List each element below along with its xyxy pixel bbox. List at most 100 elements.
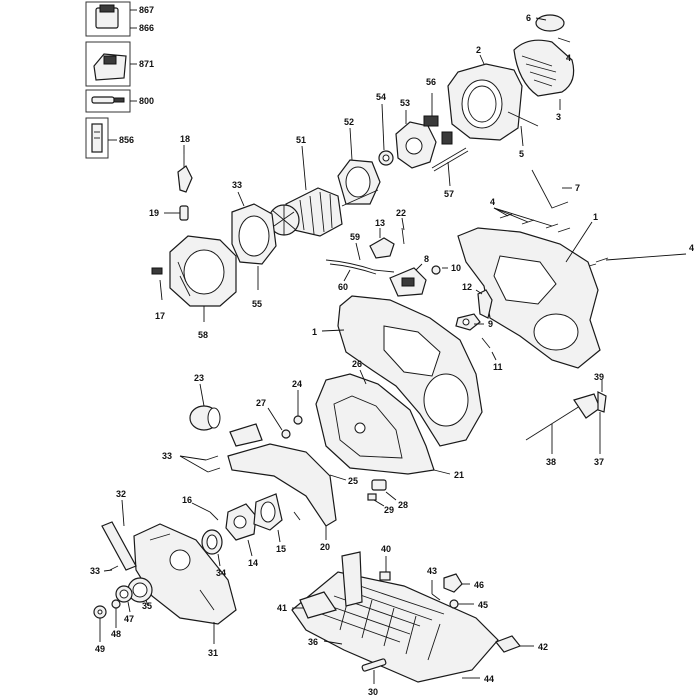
pointer-40: [379, 556, 391, 581]
clip-17: [151, 267, 163, 301]
callout-43: 43: [427, 566, 437, 576]
callout-39: 39: [594, 372, 604, 382]
pin-11: [481, 337, 497, 361]
fan-baffle: [231, 191, 277, 290]
brush-spring: [164, 145, 193, 221]
callout-4-right: 4: [689, 243, 694, 253]
blade-guard-upper: [315, 369, 451, 475]
lower-guard: [227, 423, 347, 540]
brush-rod-57: [431, 147, 469, 187]
bearing-ring-34: [201, 529, 223, 567]
callout-40: 40: [381, 544, 391, 554]
hex-key: [531, 169, 572, 209]
callout-33-low: 33: [90, 566, 100, 576]
callout-18: 18: [180, 134, 190, 144]
callout-49: 49: [95, 644, 105, 654]
battery-box-867: [85, 1, 137, 37]
switch-body: [389, 263, 448, 297]
knob-46: [443, 573, 470, 593]
callout-55: 55: [252, 299, 262, 309]
callout-34: 34: [216, 568, 226, 578]
nut-49: [93, 605, 107, 642]
callout-35: 35: [142, 601, 152, 611]
callout-33-top: 33: [232, 180, 242, 190]
callout-10: 10: [451, 263, 461, 273]
callout-58: 58: [198, 330, 208, 340]
callout-871: 871: [139, 59, 154, 69]
screw-16: [191, 502, 301, 521]
housing-left-half: [321, 295, 483, 447]
screws-4-right: [581, 253, 687, 269]
washer-27: [267, 407, 291, 439]
fan-sleeve: [337, 127, 381, 205]
callout-42: 42: [538, 642, 548, 652]
callout-21: 21: [454, 470, 464, 480]
callout-60: 60: [338, 282, 348, 292]
callout-28: 28: [398, 500, 408, 510]
depth-lever: [525, 380, 607, 454]
wire-harness: [325, 242, 395, 282]
callout-32: 32: [116, 489, 126, 499]
callout-7: 7: [575, 183, 580, 193]
callout-6: 6: [526, 13, 531, 23]
end-cap-assembly: [513, 14, 575, 110]
arbor-flange: [225, 503, 257, 557]
callout-866: 866: [139, 23, 154, 33]
callout-23: 23: [194, 373, 204, 383]
callout-46: 46: [474, 580, 484, 590]
callout-54: 54: [376, 92, 386, 102]
callout-56: 56: [426, 77, 436, 87]
charger-box-871: [85, 41, 137, 87]
bolt-28: [371, 479, 397, 501]
bevel-bracket: [292, 551, 363, 619]
callout-8: 8: [424, 254, 429, 264]
motor-housing: [447, 54, 539, 147]
washer-35: [127, 577, 153, 607]
callout-47: 47: [124, 614, 134, 624]
callout-9: 9: [488, 319, 493, 329]
screw-33-low: [103, 565, 119, 572]
pin-30: [361, 658, 387, 684]
callout-1-right: 1: [593, 212, 598, 222]
callout-11: 11: [493, 362, 503, 372]
callout-44: 44: [484, 674, 494, 684]
callout-12: 12: [462, 282, 472, 292]
callout-30: 30: [368, 687, 378, 697]
callout-16: 16: [182, 495, 192, 505]
wrench-32: [101, 499, 137, 571]
callout-1-left: 1: [312, 327, 317, 337]
callout-38: 38: [546, 457, 556, 467]
callout-labels: 867 866 871 800 856 6 4 3 2 5 56 53 54 5…: [90, 5, 694, 697]
callout-27: 27: [256, 398, 266, 408]
screw-48: [111, 599, 121, 628]
callout-22: 22: [396, 208, 406, 218]
callout-20: 20: [320, 542, 330, 552]
armature: [268, 145, 379, 237]
callout-37: 37: [594, 457, 604, 467]
callout-25: 25: [348, 476, 358, 486]
callout-3: 3: [556, 112, 561, 122]
brush-holder: [395, 93, 453, 169]
washer-47: [115, 585, 133, 613]
callout-856: 856: [119, 135, 134, 145]
lock-43: [431, 580, 441, 601]
screwdriver-box-800: [85, 89, 137, 113]
callout-4-mid: 4: [490, 197, 495, 207]
callout-33-mid: 33: [162, 451, 172, 461]
callout-52: 52: [344, 117, 354, 127]
base-shoe: [291, 571, 499, 683]
switch-trigger: [369, 217, 405, 259]
manual-box-856: [85, 117, 117, 159]
screws-4-upper: [493, 207, 571, 233]
callout-4-top: 4: [566, 53, 571, 63]
callout-53: 53: [400, 98, 410, 108]
callout-5: 5: [519, 149, 524, 159]
callout-15: 15: [276, 544, 286, 554]
callout-41: 41: [277, 603, 287, 613]
lever-12-9: [455, 289, 493, 331]
bearing: [378, 103, 394, 166]
callout-867: 867: [139, 5, 154, 15]
callout-31: 31: [208, 648, 218, 658]
callout-51: 51: [296, 135, 306, 145]
